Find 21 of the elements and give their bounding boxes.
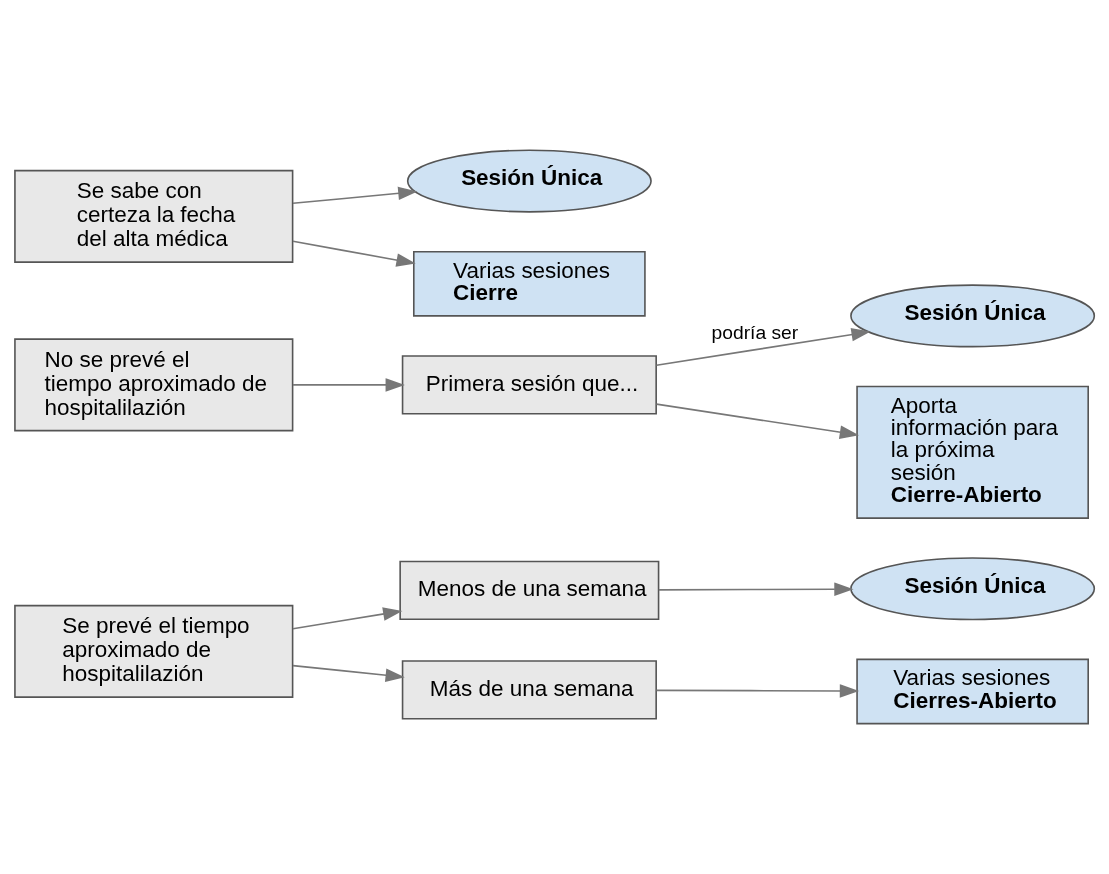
arrow: [655, 327, 871, 367]
node-box: Primera sesión que...: [401, 355, 657, 415]
arrow: [655, 403, 860, 439]
node-box: No se prevé el tiempo aproximado de hospitalilazión: [14, 338, 294, 432]
node-box: Varias sesiones Cierres-Abierto: [856, 658, 1089, 725]
node-ellipse: Sesión Única: [850, 557, 1096, 621]
node-box: Se prevé el tiempo aproximado de hospitalilazión: [14, 604, 294, 698]
node-box: Más de una semana: [401, 660, 657, 720]
node-box: Varias sesiones Cierre: [413, 250, 646, 317]
arrow: [292, 607, 403, 630]
arrow: [292, 378, 405, 392]
node-box: Menos de una semana: [399, 560, 660, 621]
arrow: [655, 684, 860, 698]
node-box: Aporta información para la próxima sesión Cierre-Abierto: [856, 385, 1089, 519]
arrow: [292, 186, 418, 205]
arrow: [292, 664, 405, 682]
node-box: Se sabe con certeza la fecha del alta médica: [14, 169, 294, 263]
arrow: [292, 240, 416, 267]
node-ellipse: Sesión Única: [406, 149, 652, 213]
edge-label: podría ser: [711, 322, 799, 344]
arrow: [658, 582, 854, 596]
